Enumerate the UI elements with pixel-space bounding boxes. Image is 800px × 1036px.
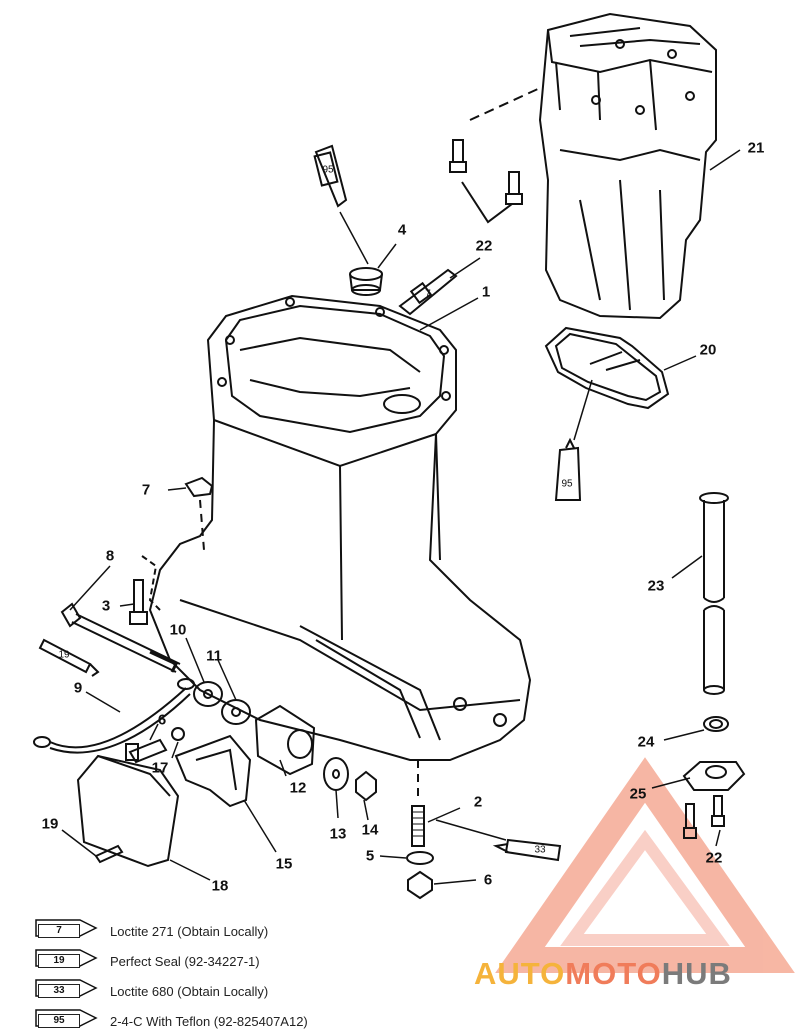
callout-15: 15	[275, 855, 293, 873]
legend-tube-number: 33	[38, 984, 80, 998]
callout-4: 4	[397, 221, 407, 239]
callout-1: 1	[481, 283, 491, 301]
screw-3	[129, 555, 161, 625]
water-tube-23	[699, 492, 729, 695]
watermark-part-auto: AUTO	[474, 956, 566, 991]
callout-6-left: 6	[157, 711, 167, 729]
legend-text: Loctite 271 (Obtain Locally)	[110, 923, 269, 939]
sealant-tube-33	[492, 838, 562, 862]
gasket-20	[544, 326, 670, 410]
watermark-logo	[495, 757, 795, 973]
callout-24: 24	[637, 733, 655, 751]
callout-3: 3	[101, 597, 111, 615]
mount-cover-18	[76, 754, 180, 868]
washer-5	[406, 851, 434, 865]
mount-retainer-15	[174, 734, 252, 808]
callout-19: 19	[41, 815, 59, 833]
grease-tube-95-top	[313, 144, 348, 208]
tube-label-7: 7	[425, 288, 431, 300]
legend-text: Perfect Seal (92-34227-1)	[110, 953, 260, 969]
callout-14: 14	[361, 821, 379, 839]
callout-20: 20	[699, 341, 717, 359]
tube-label-33: 33	[534, 844, 546, 856]
tube-label-95-top: 95	[322, 164, 334, 176]
stud-2	[411, 760, 425, 847]
callout-25: 25	[629, 785, 647, 803]
washer-10	[193, 681, 223, 707]
legend-text: Loctite 680 (Obtain Locally)	[110, 983, 269, 999]
sealant-tube-7	[398, 268, 458, 316]
plug-7	[184, 476, 214, 551]
callout-13: 13	[329, 825, 347, 843]
tube-label-19: 19	[58, 649, 70, 661]
tube-icon: 33	[34, 983, 96, 999]
callout-17: 17	[151, 759, 169, 777]
washer-13	[323, 757, 349, 791]
callout-6-lower: 6	[483, 871, 493, 889]
grommet-4	[349, 267, 383, 296]
legend-tube-number: 7	[38, 924, 80, 938]
ground-cable-9	[33, 678, 195, 754]
legend-row: 95 2-4-C With Teflon (92-825407A12)	[34, 1006, 308, 1036]
callout-8: 8	[105, 547, 115, 565]
legend-text: 2-4-C With Teflon (92-825407A12)	[110, 1013, 308, 1029]
grease-tube-95-right	[554, 437, 582, 501]
sealant-legend: 7 Loctite 271 (Obtain Locally) 19 Perfec…	[34, 916, 308, 1036]
legend-tube-number: 95	[38, 1014, 80, 1028]
nut-14	[355, 770, 377, 802]
seal-24	[703, 716, 729, 732]
screw-19	[94, 844, 124, 864]
callout-23: 23	[647, 577, 665, 595]
callout-21: 21	[747, 139, 765, 157]
legend-row: 7 Loctite 271 (Obtain Locally)	[34, 916, 308, 946]
screws-22-upper	[449, 87, 541, 224]
callout-2: 2	[473, 793, 483, 811]
tube-icon: 95	[34, 1013, 96, 1029]
callout-22-lower: 22	[705, 849, 723, 867]
watermark-text: AUTOMOTOHUB	[474, 956, 732, 992]
tube-icon: 19	[34, 953, 96, 969]
water-tube-guide-25	[682, 761, 746, 791]
callout-9: 9	[73, 679, 83, 697]
nut-17	[171, 727, 185, 741]
tube-icon: 7	[34, 923, 96, 939]
legend-row: 19 Perfect Seal (92-34227-1)	[34, 946, 308, 976]
adaptor-housing-21	[538, 12, 717, 320]
callout-5: 5	[365, 847, 375, 865]
tube-label-95-right: 95	[561, 478, 573, 490]
leader-lines	[61, 149, 741, 885]
sealant-tube-19	[38, 638, 100, 677]
driveshaft-housing-1	[148, 294, 532, 761]
callout-12: 12	[289, 779, 307, 797]
callout-7: 7	[141, 481, 151, 499]
rubber-mount-12	[254, 704, 316, 776]
screws-22-lower	[683, 795, 725, 839]
callout-11: 11	[206, 647, 222, 665]
callout-22-upper: 22	[475, 237, 493, 255]
legend-row: 33 Loctite 680 (Obtain Locally)	[34, 976, 308, 1006]
watermark-part-hub: HUB	[661, 956, 732, 991]
callout-18: 18	[211, 877, 229, 895]
bolt-6-left	[125, 738, 168, 764]
callout-10: 10	[169, 621, 187, 639]
bolt-8	[60, 602, 181, 673]
nut-6-lower	[407, 870, 433, 900]
legend-tube-number: 19	[38, 954, 80, 968]
watermark-part-moto: MOTO	[565, 956, 662, 991]
